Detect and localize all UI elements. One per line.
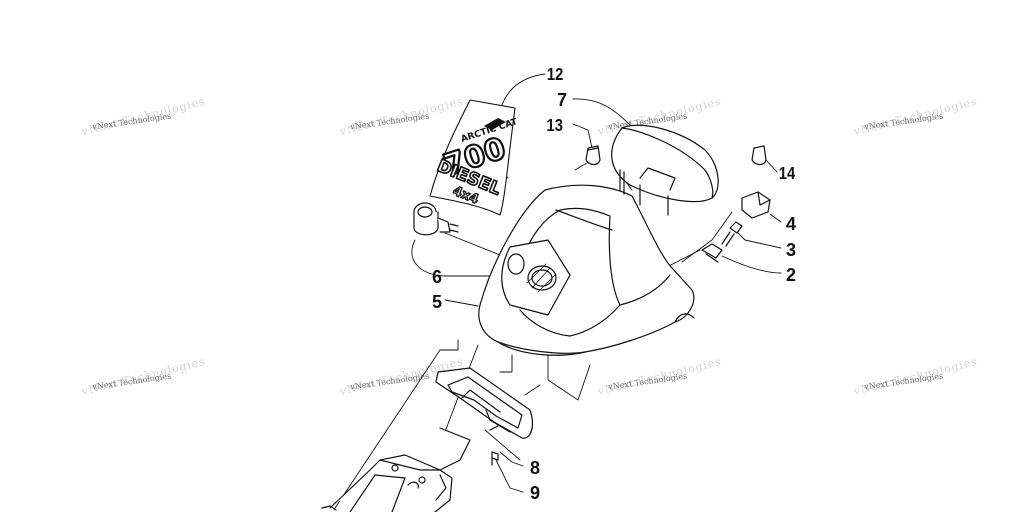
housing-part: [478, 184, 695, 356]
socket-part: [413, 202, 459, 236]
screw-part: [491, 451, 499, 466]
decal-part: ARCTIC CAT 700 DIESEL 4x4: [429, 99, 520, 216]
callout-14: 14: [779, 164, 796, 184]
callout-8: 8: [530, 458, 540, 478]
bulb-part-14: [751, 145, 767, 166]
decal-model-text: 700: [440, 131, 510, 184]
callout-5: 5: [432, 292, 442, 312]
callout-12: 12: [547, 65, 563, 85]
callout-4: 4: [786, 214, 796, 234]
bulb-part-13: [585, 145, 601, 166]
mount-bracket-part: [321, 427, 471, 512]
bezel-part: [435, 367, 534, 439]
callout-13: 13: [547, 116, 563, 136]
switch-part: [741, 191, 771, 219]
callout-2: 2: [786, 265, 796, 285]
callout-labels: 12 7 13 14 4 3 2 6 5 8 9: [432, 65, 796, 503]
key-part: [721, 221, 743, 247]
callout-7: 7: [557, 90, 567, 110]
callout-6: 6: [432, 267, 442, 287]
gauge-part: [611, 124, 719, 216]
callout-3: 3: [786, 240, 796, 260]
callout-9: 9: [530, 483, 540, 503]
bracket-part: [701, 243, 723, 263]
